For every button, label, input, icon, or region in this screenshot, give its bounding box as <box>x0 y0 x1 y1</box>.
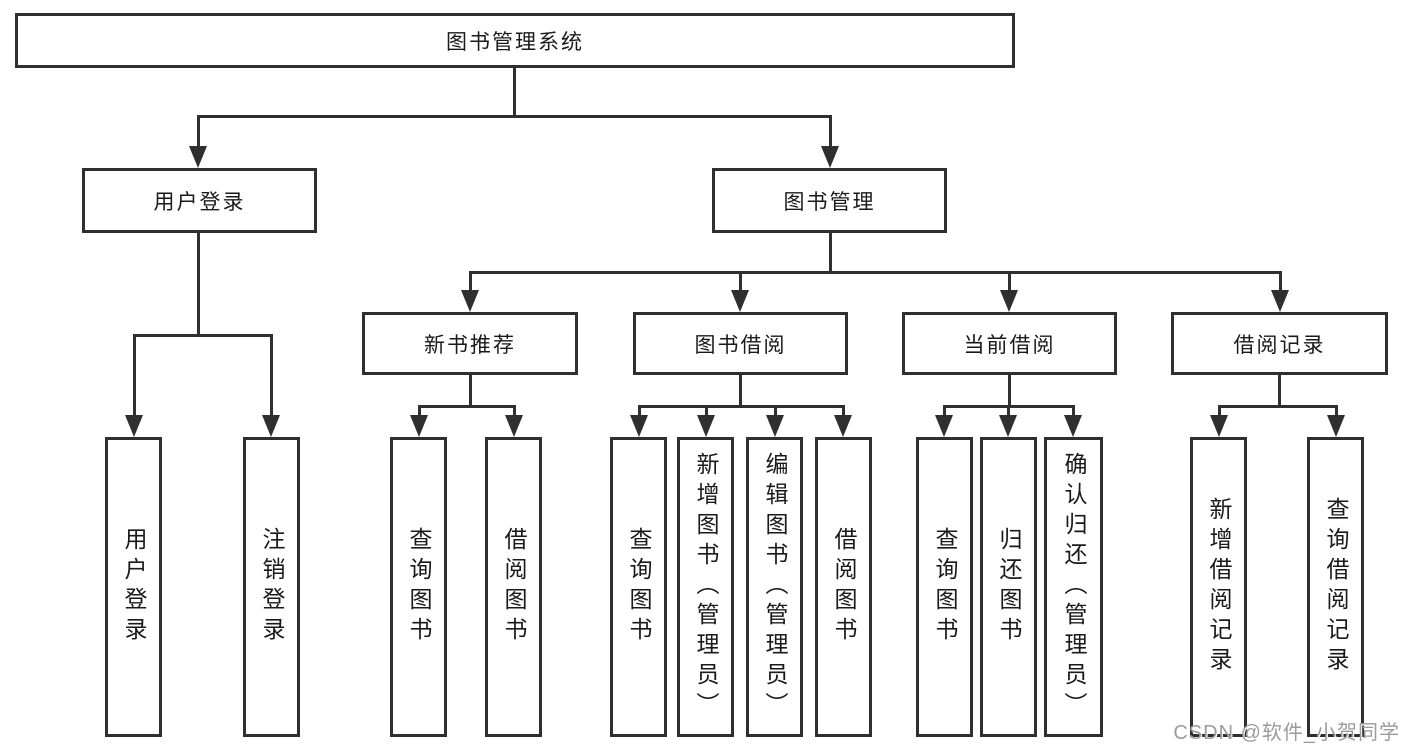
arrowhead-down-icon <box>766 415 784 437</box>
node-label: 查询图书 <box>626 527 652 647</box>
connector-line <box>1335 405 1338 417</box>
arrowhead-down-icon <box>410 415 428 437</box>
node-label: 编辑图书（管理员） <box>762 452 788 722</box>
connector-line <box>829 233 832 274</box>
arrowhead-down-icon <box>1064 415 1082 437</box>
arrowhead-down-icon <box>935 415 953 437</box>
node-library-system: 图书管理系统 <box>15 13 1015 68</box>
connector-line <box>270 334 273 416</box>
arrowhead-down-icon <box>1271 290 1289 312</box>
connector-line <box>638 405 641 417</box>
leaf-query-books-3: 查询图书 <box>916 437 973 737</box>
node-label: 当前借阅 <box>963 333 1056 357</box>
arrowhead-down-icon <box>1000 290 1018 312</box>
connector-line <box>842 405 845 417</box>
node-borrowing-records: 借阅记录 <box>1171 312 1388 375</box>
arrowhead-down-icon <box>821 146 839 168</box>
leaf-user-login: 用户登录 <box>105 437 162 737</box>
connector-line <box>1007 405 1010 417</box>
node-label: 图书借阅 <box>694 333 787 357</box>
arrowhead-down-icon <box>999 415 1017 437</box>
arrowhead-down-icon <box>505 415 523 437</box>
leaf-query-books-1: 查询图书 <box>390 437 447 737</box>
connector-line <box>418 405 421 417</box>
node-new-book-recommend: 新书推荐 <box>362 312 578 375</box>
connector-line <box>133 334 273 337</box>
arrowhead-down-icon <box>834 415 852 437</box>
connector-line <box>1008 375 1011 407</box>
connector-line <box>1072 405 1075 417</box>
arrowhead-down-icon <box>1210 415 1228 437</box>
connector-line <box>1279 271 1282 292</box>
connector-line <box>943 405 946 417</box>
leaf-borrow-books-2: 借阅图书 <box>815 437 872 737</box>
node-book-management: 图书管理 <box>712 168 947 233</box>
connector-line <box>197 115 832 118</box>
node-label: 借阅图书 <box>501 527 527 647</box>
arrowhead-down-icon <box>731 290 749 312</box>
connector-line <box>513 68 516 118</box>
node-label: 图书管理 <box>783 190 876 214</box>
connector-line <box>469 271 472 292</box>
node-label: 新增图书（管理员） <box>693 452 719 722</box>
arrowhead-down-icon <box>262 415 280 437</box>
connector-line <box>418 405 516 408</box>
node-label: 用户登录 <box>153 190 246 214</box>
connector-line <box>705 405 708 417</box>
node-label: 新增借阅记录 <box>1206 497 1232 677</box>
leaf-query-books-2: 查询图书 <box>610 437 667 737</box>
node-label: 借阅图书 <box>831 527 857 647</box>
connector-line <box>197 116 200 147</box>
node-label: 归还图书 <box>996 527 1022 647</box>
arrowhead-down-icon <box>189 146 207 168</box>
node-book-borrowing: 图书借阅 <box>633 312 848 375</box>
leaf-add-borrow-record: 新增借阅记录 <box>1190 437 1247 737</box>
node-label: 用户登录 <box>121 527 147 647</box>
node-label: 图书管理系统 <box>446 30 584 54</box>
connector-line <box>1278 375 1281 407</box>
node-label: 借阅记录 <box>1233 333 1326 357</box>
arrowhead-down-icon <box>630 415 648 437</box>
arrowhead-down-icon <box>461 290 479 312</box>
connector-line <box>774 405 777 417</box>
arrowhead-down-icon <box>1327 415 1345 437</box>
arrowhead-down-icon <box>697 415 715 437</box>
connector-line <box>829 116 832 147</box>
leaf-query-borrow-record: 查询借阅记录 <box>1307 437 1364 737</box>
connector-line <box>739 271 742 292</box>
connector-line <box>1008 271 1011 292</box>
leaf-add-books-admin: 新增图书（管理员） <box>677 437 734 737</box>
connector-line <box>197 233 200 337</box>
node-label: 确认归还（管理员） <box>1061 452 1087 722</box>
connector-line <box>133 334 136 416</box>
connector-line <box>469 375 472 407</box>
arrowhead-down-icon <box>125 415 143 437</box>
node-label: 新书推荐 <box>424 333 516 357</box>
connector-line <box>739 375 742 407</box>
connector-line <box>1218 405 1338 408</box>
leaf-confirm-return-admin: 确认归还（管理员） <box>1044 437 1103 737</box>
node-user-login: 用户登录 <box>82 168 317 233</box>
leaf-borrow-books-1: 借阅图书 <box>485 437 542 737</box>
node-current-borrowing: 当前借阅 <box>902 312 1117 375</box>
node-label: 查询图书 <box>932 527 958 647</box>
connector-line <box>469 271 1282 274</box>
leaf-return-books: 归还图书 <box>980 437 1037 737</box>
csdn-watermark: CSDN @软件_小贺同学 <box>1173 722 1400 744</box>
connector-line <box>1218 405 1221 417</box>
leaf-edit-books-admin: 编辑图书（管理员） <box>746 437 803 737</box>
node-label: 注销登录 <box>259 527 285 647</box>
leaf-logout: 注销登录 <box>243 437 300 737</box>
connector-line <box>638 405 845 408</box>
node-label: 查询图书 <box>406 527 432 647</box>
node-label: 查询借阅记录 <box>1323 497 1349 677</box>
connector-line <box>513 405 516 417</box>
